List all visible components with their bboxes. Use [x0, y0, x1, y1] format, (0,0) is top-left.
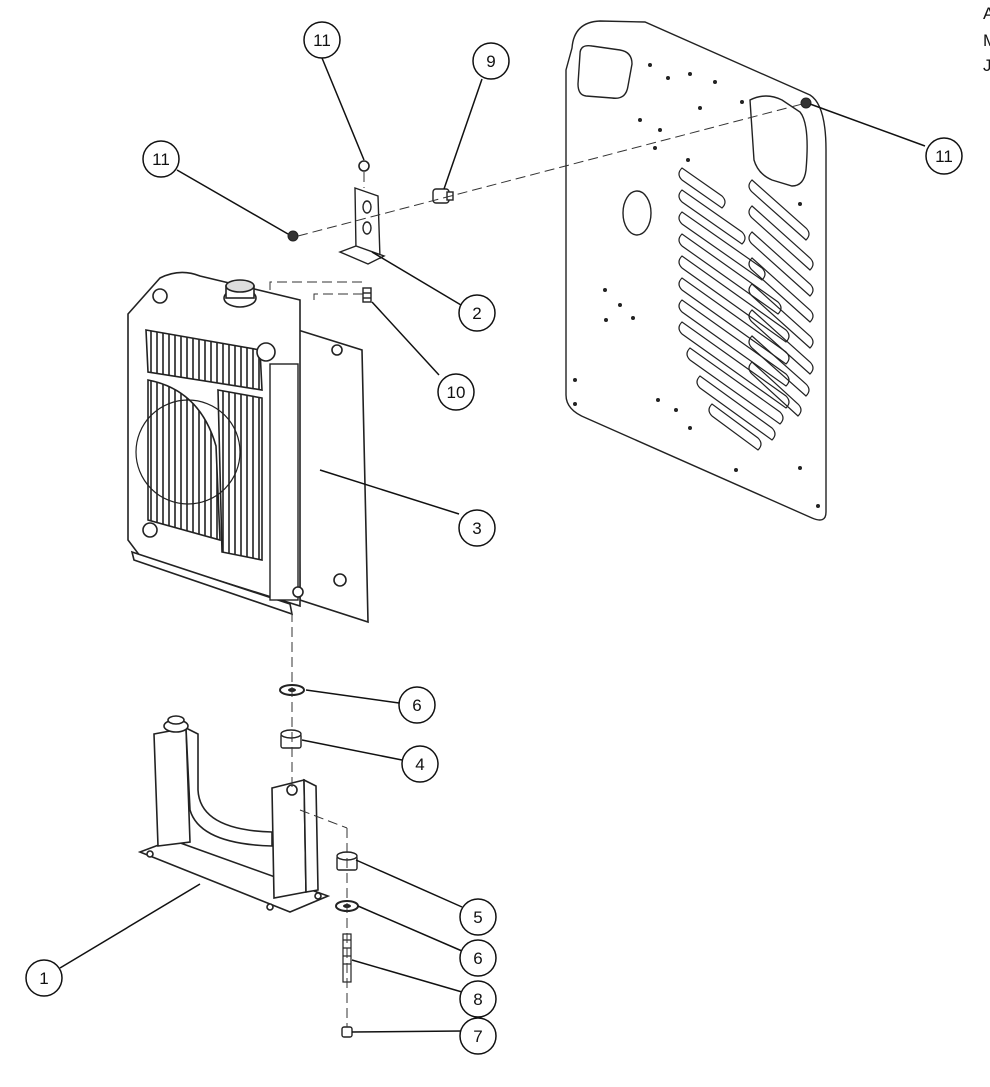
- callout-11-top: 11: [303, 21, 341, 59]
- callout-11-left: 11: [142, 140, 180, 178]
- svg-text:3: 3: [472, 519, 481, 538]
- leader-lines: [59, 57, 926, 1033]
- nut-7: [341, 1026, 353, 1038]
- screw-10: [362, 287, 372, 303]
- svg-text:1: 1: [39, 969, 48, 988]
- callout-4: 4: [401, 745, 439, 783]
- svg-text:10: 10: [447, 383, 466, 402]
- svg-text:11: 11: [935, 147, 953, 166]
- panel-slots: [678, 167, 814, 451]
- svg-text:11: 11: [152, 150, 170, 169]
- callout-1: 1: [25, 959, 63, 997]
- radiator-assembly: [127, 271, 369, 624]
- svg-text:6: 6: [412, 696, 421, 715]
- cap-icon: [223, 279, 257, 308]
- edge-text-line-2: M: [983, 31, 990, 50]
- svg-text:5: 5: [473, 908, 482, 927]
- callout-5: 5: [459, 898, 497, 936]
- callout-3: 3: [458, 509, 496, 547]
- svg-text:9: 9: [486, 52, 495, 71]
- svg-text:6: 6: [473, 949, 482, 968]
- svg-text:2: 2: [472, 304, 481, 323]
- nut-left: [287, 230, 299, 242]
- bracket: [338, 187, 386, 265]
- base-bracket: [137, 715, 331, 913]
- callout-6-upper: 6: [398, 686, 436, 724]
- edge-text-line-1: A: [983, 4, 990, 23]
- callout-7: 7: [459, 1017, 497, 1055]
- callout-2: 2: [458, 294, 496, 332]
- mount-4: [280, 729, 302, 749]
- callout-10: 10: [437, 373, 475, 411]
- svg-text:8: 8: [473, 990, 482, 1009]
- back-mounting-panel: [565, 20, 827, 521]
- svg-text:4: 4: [415, 755, 424, 774]
- svg-text:7: 7: [473, 1027, 482, 1046]
- callout-8: 8: [459, 980, 497, 1018]
- assembly-lines: [269, 102, 807, 1027]
- callout-9: 9: [472, 42, 510, 80]
- callout-11-right: 11: [925, 137, 963, 175]
- nut-top: [358, 160, 370, 172]
- callout-6-lower: 6: [459, 939, 497, 977]
- svg-text:11: 11: [313, 31, 331, 50]
- edge-text-line-3: J: [983, 56, 990, 75]
- panel-holes: [573, 63, 820, 508]
